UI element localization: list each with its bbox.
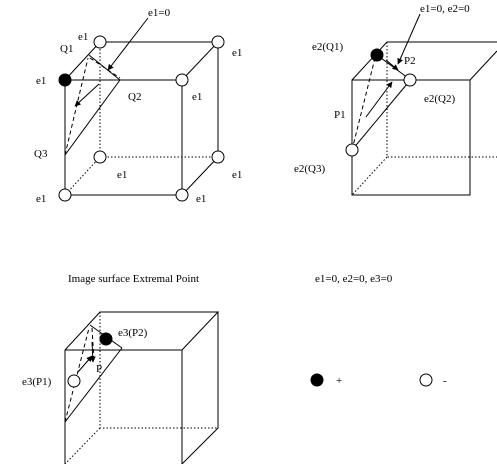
cube-3-hidden-edges <box>64 312 218 464</box>
label-q2: Q2 <box>128 91 141 103</box>
panel-3-title: Image surface Extremal Point <box>68 273 199 285</box>
annotation-e1-zero: e1=0 <box>148 7 171 19</box>
point-q2-open <box>403 73 417 87</box>
vertex-front-top-right <box>175 73 189 87</box>
vertex-back-top-left <box>93 35 107 49</box>
label-p1: P1 <box>334 109 346 121</box>
cube-2-hidden-edges <box>351 42 497 196</box>
label-back-top-right: e1 <box>232 47 242 59</box>
panel-2-cube: e1=0, e2=0 e2(Q1) P2 e2(Q2) P1 e2(Q3) <box>294 3 497 196</box>
legend-condition: e1=0, e2=0, e3=0 <box>315 273 393 285</box>
label-front-top-right: e1 <box>192 91 202 103</box>
arrow-p1 <box>365 81 393 118</box>
point-q1-filled <box>370 48 384 62</box>
surface-line-1 <box>64 347 123 423</box>
dashed-path-left <box>64 327 90 423</box>
vertex-front-bottom-left <box>58 188 72 202</box>
label-e3-p1: e3(P1) <box>22 376 52 388</box>
vertex-front-top-left <box>58 73 72 87</box>
legend: e1=0, e2=0, e3=0 + - <box>310 273 447 387</box>
panel-3-cube: Image surface Extremal Point e3(P2) e3(P… <box>22 273 220 464</box>
pointer-arrow-e1-e2-zero <box>397 13 421 65</box>
point-e3-p2-filled <box>99 332 113 346</box>
annotation-e1-e2-zero: e1=0, e2=0 <box>420 3 470 15</box>
label-back-top-left: e1 <box>78 31 88 43</box>
cube-3-visible-edges <box>64 311 220 464</box>
dashed-path-q1-q2 <box>89 57 121 79</box>
vertex-back-bottom-right <box>211 150 225 164</box>
legend-filled-circle <box>310 373 324 387</box>
label-e2-q2: e2(Q2) <box>424 93 455 105</box>
label-e2-q3: e2(Q3) <box>294 163 325 175</box>
label-front-top-left: e1 <box>36 75 46 87</box>
vertex-front-bottom-right <box>175 188 189 202</box>
arrow-p2 <box>385 59 399 71</box>
dashed-path-down <box>91 327 95 363</box>
label-q3: Q3 <box>34 148 48 160</box>
surface-line-1 <box>351 77 413 151</box>
cube-1-visible-edges <box>64 41 220 196</box>
vertex-back-top-right <box>211 35 225 49</box>
panel-1-cube: e1=0 e1 e1 e1 e1 e1 e1 e1 e1 Q1 Q2 Q3 <box>34 7 242 205</box>
cube-1-hidden-edges <box>64 42 218 196</box>
pointer-arrow-e1-zero <box>107 17 149 71</box>
point-e3-p1-open <box>67 374 81 388</box>
gradient-arrow <box>74 83 100 107</box>
point-q3-open <box>345 143 359 157</box>
label-back-bottom-right: e1 <box>232 169 242 181</box>
arrow-to-p <box>77 355 93 373</box>
label-p: P <box>96 363 102 375</box>
label-front-bottom-right: e1 <box>196 193 206 205</box>
legend-open-circle <box>419 373 433 387</box>
surface-line-1 <box>64 79 121 156</box>
legend-plus-label: + <box>336 375 342 387</box>
dashed-path-q3-q1 <box>64 57 89 156</box>
label-e3-p2: e3(P2) <box>118 327 148 339</box>
legend-minus-label: - <box>443 375 447 387</box>
label-p2: P2 <box>404 55 416 67</box>
label-front-bottom-left: e1 <box>36 193 46 205</box>
arrow-p <box>89 341 96 363</box>
label-back-bottom: e1 <box>117 169 127 181</box>
label-e2-q1: e2(Q1) <box>312 41 343 53</box>
label-q1: Q1 <box>60 43 73 55</box>
dashed-path <box>351 57 376 151</box>
vertex-back-bottom-left <box>93 150 107 164</box>
